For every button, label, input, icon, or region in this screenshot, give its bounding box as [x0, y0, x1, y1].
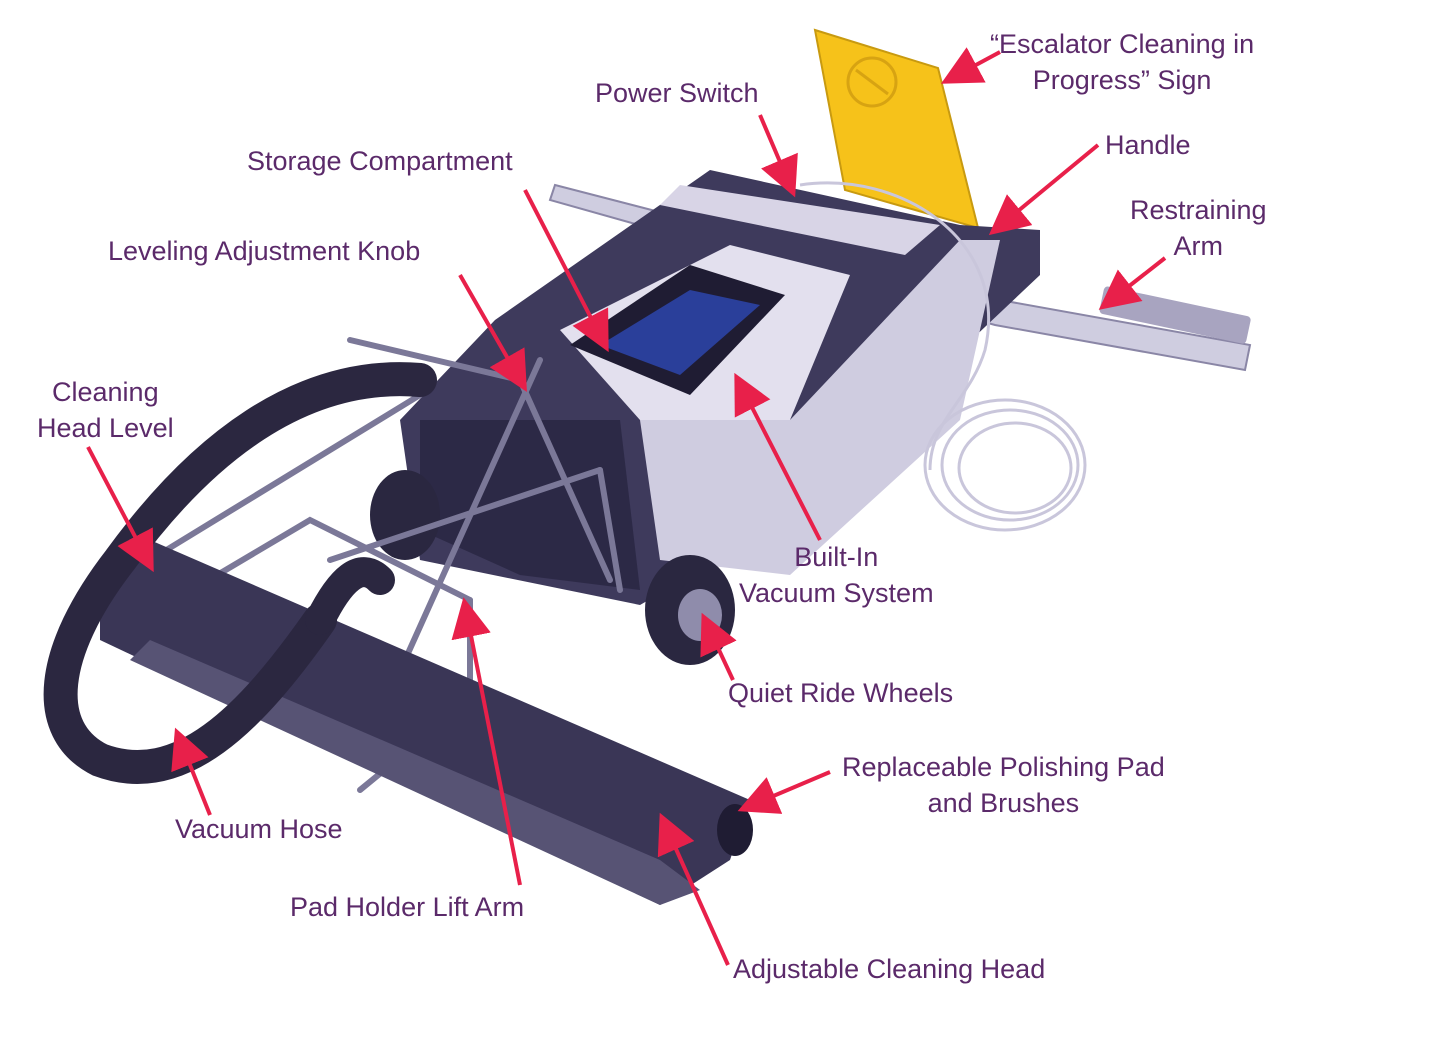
- power-cord: [799, 181, 1087, 532]
- arrow-restraining-arm: [1098, 256, 1167, 310]
- arrow-vacuum-hose: [171, 727, 212, 816]
- vacuum-hose: [43, 362, 437, 784]
- arrow-leveling-knob: [458, 274, 527, 392]
- arrow-handle: [988, 143, 1100, 236]
- arrow-lift-arm: [451, 597, 522, 886]
- arrow-polishing-pad: [737, 770, 831, 814]
- cleaning-head-level-label: Cleaning Head Level: [37, 374, 174, 446]
- escalator-sign-label: “Escalator Cleaning in Progress” Sign: [990, 26, 1254, 98]
- cleaning-head-level-label-line1: Cleaning: [52, 377, 159, 407]
- storage-compartment-label: Storage Compartment: [247, 146, 513, 176]
- quiet-wheels-label: Quiet Ride Wheels: [728, 678, 954, 708]
- cleaning-head-level-label-line2: Head Level: [37, 413, 174, 443]
- cleaning-head-label: Adjustable Cleaning Head: [733, 954, 1046, 984]
- arrow-vacuum-system: [734, 372, 822, 541]
- arrow-escalator-sign: [940, 47, 1001, 84]
- restraining-arm-label-line2: Arm: [1173, 231, 1224, 261]
- polishing-pad-label-line1: Replaceable Polishing Pad: [842, 752, 1165, 782]
- escalator-sign-label-line1: “Escalator Cleaning in: [990, 29, 1255, 59]
- escalator-sign-label-line2: Progress” Sign: [1032, 65, 1212, 95]
- handle-label: Handle: [1105, 130, 1191, 160]
- polishing-pad-label: Replaceable Polishing Pad and Brushes: [842, 749, 1165, 821]
- arrow-wheels: [700, 612, 737, 681]
- arrow-storage: [523, 189, 609, 353]
- arrow-power-switch: [758, 114, 798, 198]
- polishing-pad-label-line2: and Brushes: [927, 788, 1080, 818]
- vacuum-system-label: Built-In Vacuum System: [739, 539, 934, 611]
- machine-body: [400, 170, 1040, 605]
- vacuum-system-label-line1: Built-In: [794, 542, 879, 572]
- restraining-arm-label: Restraining Arm: [1130, 192, 1267, 264]
- arrow-cleaning-head: [657, 812, 730, 966]
- callout-arrows: [86, 47, 1167, 966]
- escalator-sign: [813, 28, 980, 230]
- vacuum-system-label-line2: Vacuum System: [739, 578, 934, 608]
- arrow-head-level: [86, 446, 154, 573]
- power-switch-label: Power Switch: [595, 78, 759, 108]
- lift-arm-label: Pad Holder Lift Arm: [290, 892, 525, 922]
- leveling-knob-label: Leveling Adjustment Knob: [108, 236, 421, 266]
- vacuum-hose-label: Vacuum Hose: [175, 814, 343, 844]
- restraining-arm-label-line1: Restraining: [1130, 195, 1267, 225]
